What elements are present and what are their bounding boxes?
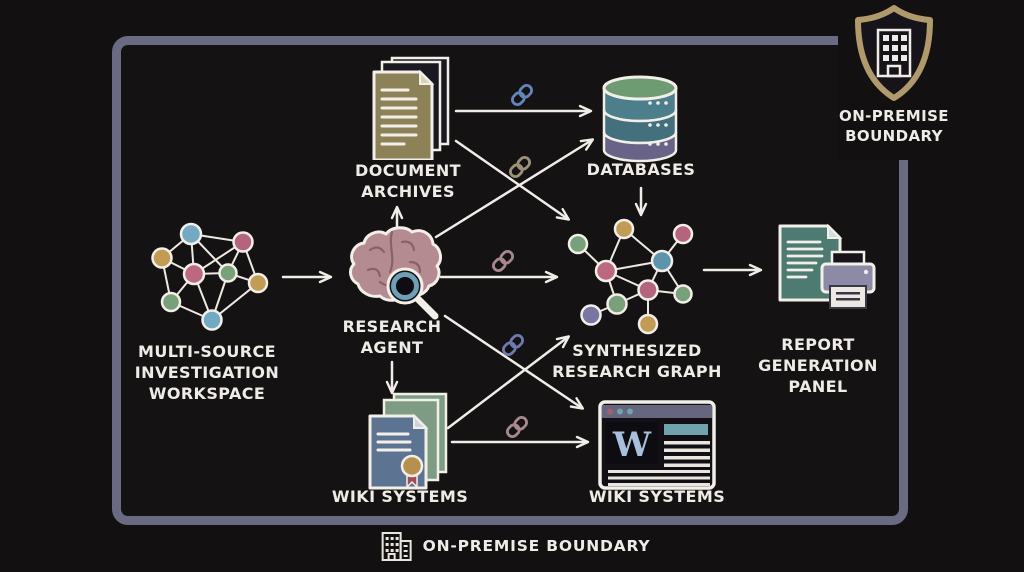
- brain-magnifier-icon: [349, 226, 442, 320]
- database-cylinder-icon: [602, 75, 678, 163]
- network-graph-icon: [151, 222, 269, 331]
- on-premise-boundary-badge: ON-PREMISE BOUNDARY: [838, 2, 950, 160]
- arrow-agent-to-databases: [434, 138, 595, 239]
- boundary-bottom-text: ON-PREMISE BOUNDARY: [422, 536, 651, 555]
- link-icon: [506, 153, 534, 181]
- document-printer-icon: [778, 223, 876, 309]
- link-icon: [508, 81, 536, 109]
- on-premise-boundary-bottom-label: ON-PREMISE BOUNDARY: [380, 529, 651, 563]
- link-icon: [499, 331, 527, 359]
- wiki-browser-icon: W: [598, 400, 716, 490]
- network-graph-icon: [567, 218, 694, 335]
- arrow-archives-to-graph: [454, 139, 571, 221]
- on-premise-boundary-outline: [112, 36, 908, 525]
- arrow-agent-to-wikibrowser: [443, 314, 585, 410]
- workspace-label: MULTI-SOURCE INVESTIGATION WORKSPACE: [134, 342, 280, 403]
- stacked-documents-icon: [372, 56, 450, 160]
- arrow-wikidocs-to-graph: [446, 335, 570, 430]
- wiki-docs-label: WIKI SYSTEMS: [331, 487, 469, 506]
- wiki-browser-label: WIKI SYSTEMS: [588, 487, 726, 506]
- synthesized-graph-label: SYNTHESIZED RESEARCH GRAPH: [552, 341, 722, 381]
- certified-documents-icon: [368, 392, 448, 490]
- databases-label: DATABASES: [586, 160, 696, 179]
- shield-building-icon: [855, 5, 933, 101]
- link-icon: [503, 413, 531, 441]
- svg-text:W: W: [612, 425, 652, 465]
- agent-label: RESEARCH AGENT: [342, 317, 442, 357]
- boundary-badge-label: ON-PREMISE BOUNDARY: [839, 107, 949, 145]
- document-archives-label: DOCUMENT ARCHIVES: [355, 161, 461, 201]
- report-panel-label: REPORT GENERATION PANEL: [758, 335, 878, 396]
- link-icon: [489, 247, 517, 275]
- building-icon: [381, 532, 412, 561]
